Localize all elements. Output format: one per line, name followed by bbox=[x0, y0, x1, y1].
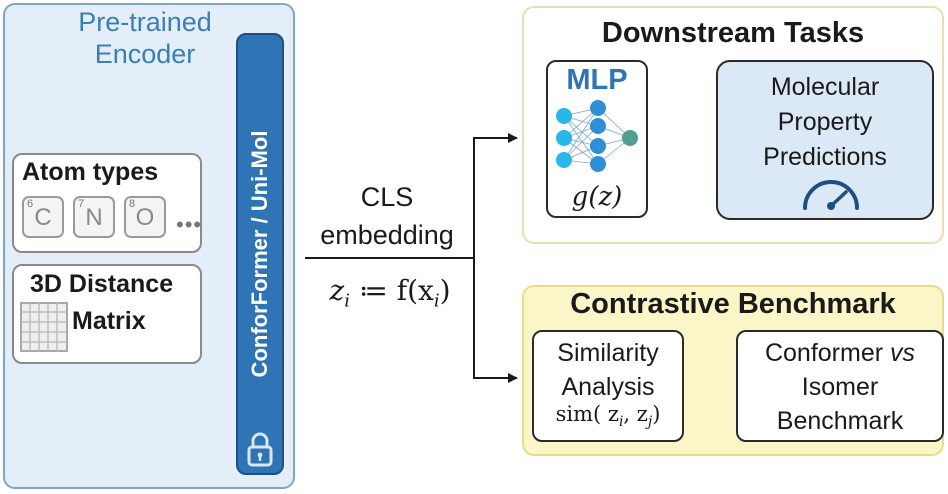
arrow-to-contrastive bbox=[473, 258, 518, 383]
downstream-title: Downstream Tasks bbox=[601, 17, 865, 49]
neural-network-icon bbox=[556, 100, 638, 172]
similarity-box bbox=[532, 330, 684, 442]
encoder-model-label: ConforFormer / Uni-Mol bbox=[247, 130, 272, 378]
distance-matrix-title: 3D Distance bbox=[30, 270, 174, 298]
atom-tile-nitrogen: 7 N bbox=[73, 196, 115, 238]
mlp-function-label: g(z) bbox=[571, 182, 623, 212]
mlp-title: MLP bbox=[566, 64, 628, 96]
benchmark-label: Conformer vs Isomer Benchmark bbox=[764, 339, 916, 435]
encoder-title: Pre-trained Encoder bbox=[78, 7, 212, 69]
similarity-label: Similarity Analysis bbox=[557, 339, 659, 401]
lock-icon bbox=[247, 432, 273, 467]
similarity-formula: sim( zi, zj) bbox=[555, 402, 661, 431]
property-prediction-label: Molecular Property Predictions bbox=[763, 73, 887, 171]
atom-ellipsis: ••• bbox=[176, 212, 203, 237]
atom-tile-carbon: 6 C bbox=[22, 196, 64, 238]
arrow-to-downstream bbox=[473, 133, 518, 378]
embedding-formula: zi ≔ f(xi) bbox=[329, 274, 451, 312]
matrix-grid-icon bbox=[20, 302, 68, 352]
gauge-icon bbox=[803, 180, 859, 210]
atom-tile-oxygen: 8 O bbox=[124, 196, 166, 238]
atom-types-title: Atom types bbox=[22, 158, 159, 186]
contrastive-title: Contrastive Benchmark bbox=[570, 288, 896, 320]
property-prediction-box bbox=[716, 60, 934, 220]
encoder-model-bar bbox=[236, 33, 284, 475]
distance-matrix-title-line2: Matrix bbox=[72, 307, 146, 335]
cls-embedding-label: CLS embedding bbox=[320, 182, 454, 250]
benchmark-box bbox=[736, 330, 944, 442]
